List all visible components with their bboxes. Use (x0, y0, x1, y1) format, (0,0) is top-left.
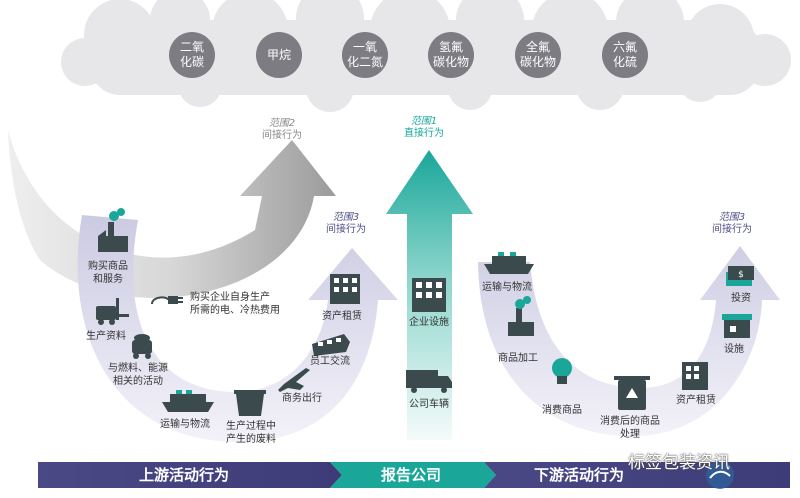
label-processing: 商品加工 (498, 353, 538, 364)
label-downstream-transport: 运输与物流 (482, 282, 532, 293)
ship-icon (484, 252, 534, 274)
gas-pfc: 全氟 碳化物 (515, 32, 561, 78)
gas-hfc-line2: 碳化物 (432, 55, 469, 69)
label-purchased-energy-line2: 所需的电、冷热费用 (190, 305, 280, 316)
leased-building-icon (682, 362, 708, 390)
label-vehicles: 公司车辆 (409, 399, 449, 410)
label-fuel-energy: 与燃料、能源 相关的活动 (108, 362, 168, 388)
gas-co2: 二氧 化碳 (169, 32, 215, 78)
label-purchased-goods-line1: 购买商品 (88, 261, 128, 272)
label-fuel-energy-line1: 与燃料、能源 (108, 363, 168, 374)
upstream-arrow (77, 215, 398, 443)
processing-factory-icon (508, 296, 534, 336)
label-end-of-life-line2: 处理 (620, 429, 640, 440)
label-upstream-transport: 运输与物流 (160, 419, 210, 430)
scope2-label: 范围2 间接行为 (262, 118, 302, 142)
label-business-travel: 商务出行 (282, 393, 322, 404)
label-fuel-energy-line2: 相关的活动 (113, 376, 163, 387)
label-investments: 投资 (731, 293, 751, 304)
facility-building-icon (412, 278, 446, 312)
money-icon: $ (726, 266, 754, 286)
dumpster-icon (234, 390, 266, 416)
label-purchased-goods-line2: 和服务 (93, 274, 123, 285)
truck-icon (406, 370, 452, 393)
label-purchased-energy-line1: 购买企业自身生产 (190, 292, 270, 303)
train-icon (312, 334, 350, 356)
bar-downstream-label: 下游活动行为 (533, 466, 624, 484)
label-waste-line2: 产生的废料 (226, 434, 276, 445)
svg-text:$: $ (738, 270, 744, 280)
gas-pfc-line2: 碳化物 (519, 55, 556, 69)
storefront-icon (722, 314, 752, 338)
gas-co2-line2: 化碳 (179, 55, 204, 69)
factory-icon (98, 208, 128, 252)
gas-sf6: 六氟 化硫 (602, 32, 648, 78)
label-downstream-leased-assets: 资产租赁 (676, 395, 716, 406)
gas-sf6-line1: 六氟 (612, 40, 637, 54)
label-purchased-goods: 购买商品 和服务 (88, 260, 128, 286)
label-commuting: 员工交流 (310, 356, 350, 367)
cargo-ship-icon (162, 390, 214, 412)
scope3-downstream-name: 范围3 (718, 212, 746, 223)
bar-upstream-label: 上游活动行为 (138, 466, 229, 484)
label-end-of-life: 消费后的商品 处理 (600, 415, 660, 441)
label-use: 消费商品 (542, 405, 582, 416)
power-plug-icon (151, 296, 183, 305)
gas-pfc-line1: 全氟 (525, 40, 550, 54)
scope3-downstream-label: 范围3 间接行为 (712, 212, 752, 236)
label-end-of-life-line1: 消费后的商品 (600, 416, 660, 427)
airplane-icon (278, 368, 310, 392)
label-purchased-energy: 购买企业自身生产 所需的电、冷热费用 (190, 291, 280, 317)
scope1-name: 范围1 (410, 116, 438, 127)
label-waste-line1: 生产过程中 (226, 421, 276, 432)
gas-hfc-line1: 氢氟 (438, 40, 463, 54)
scope2-arrow (8, 130, 336, 298)
scope3-downstream-desc: 间接行为 (712, 224, 752, 235)
scope2-desc: 间接行为 (262, 130, 302, 141)
label-franchises: 设施 (724, 344, 744, 355)
label-capital-goods: 生产资料 (86, 331, 126, 342)
scope1-desc: 直接行为 (404, 128, 444, 139)
scope3-upstream-label: 范围3 间接行为 (326, 212, 366, 236)
gas-methane-line1: 甲烷 (266, 47, 291, 62)
scope2-name: 范围2 (268, 118, 296, 129)
label-waste: 生产过程中 产生的废料 (226, 420, 276, 446)
label-facilities: 企业设施 (409, 317, 449, 328)
scope3-upstream-name: 范围3 (332, 212, 360, 223)
gas-methane: 甲烷 (256, 32, 302, 78)
gas-sf6-line2: 化硫 (612, 55, 637, 69)
label-upstream-leased-assets: 资产租赁 (322, 311, 362, 322)
scope1-label: 范围1 直接行为 (404, 116, 444, 140)
watermark-logo-icon (706, 461, 734, 489)
building-icon (330, 274, 360, 304)
scope3-upstream-desc: 间接行为 (326, 224, 366, 235)
gas-n2o-line1: 一氧 (352, 40, 377, 54)
gas-co2-line1: 二氧 (179, 40, 204, 54)
fuel-cart-icon (132, 334, 152, 359)
gas-n2o-line2: 化二氮 (346, 55, 383, 69)
gas-n2o: 一氧 化二氮 (342, 32, 388, 78)
gas-hfc: 氢氟 碳化物 (428, 32, 474, 78)
bar-company-label: 报告公司 (380, 466, 441, 484)
recycle-bin-icon (614, 376, 650, 410)
forklift-icon (96, 298, 129, 325)
light-bulb-icon (552, 358, 572, 384)
watermark-text: 标签包装资讯 (628, 453, 730, 473)
